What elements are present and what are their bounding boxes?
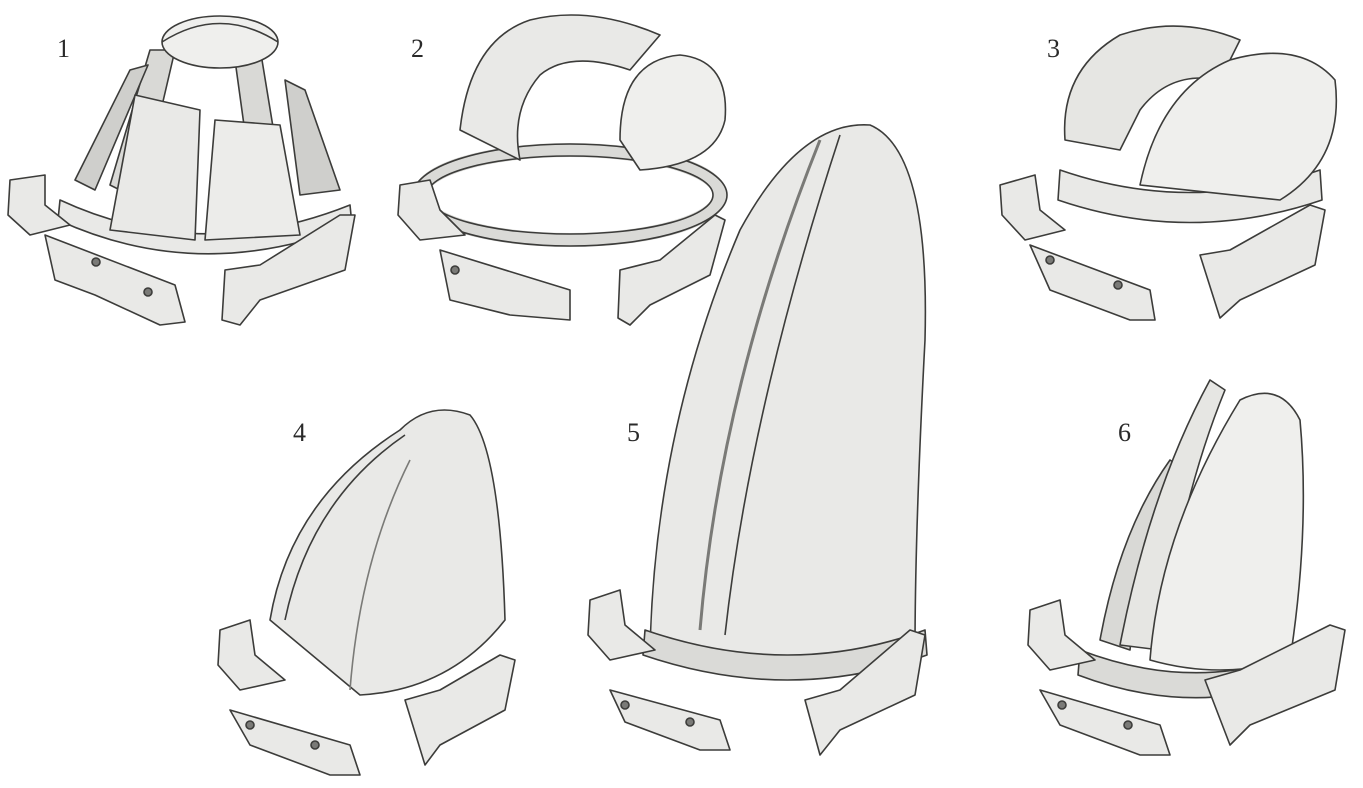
figure-6-split-shell-illustration [1010, 360, 1363, 783]
figure-4-tall-shell-illustration [200, 390, 560, 783]
figure-3-shell-illustration [990, 0, 1363, 350]
figure-5-tall-cone-illustration [570, 110, 970, 783]
figure-1-dome-frame-illustration [0, 0, 370, 350]
